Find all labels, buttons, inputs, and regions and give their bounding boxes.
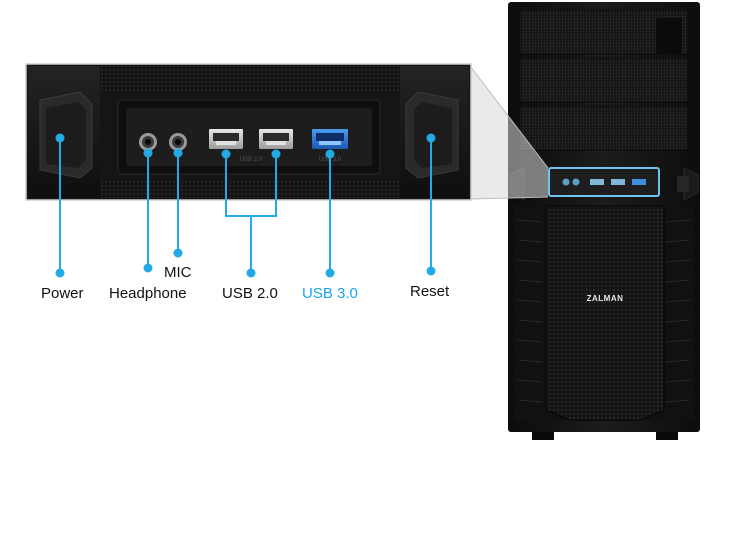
drive-bay-2 xyxy=(519,57,689,103)
label-power: Power xyxy=(41,285,84,302)
zoom-funnel xyxy=(470,66,548,199)
usb20-port-1[interactable] xyxy=(209,129,243,149)
usb20-port-2[interactable] xyxy=(259,129,293,149)
zoomed-front-panel: USB 2.0 USB 3.0 xyxy=(25,63,472,201)
label-usb30: USB 3.0 xyxy=(302,285,358,302)
usb30-port[interactable] xyxy=(312,129,348,149)
case-side-ribs xyxy=(517,219,691,403)
callout-lines xyxy=(59,138,432,273)
label-headphone: Headphone xyxy=(109,285,187,302)
headphone-jack[interactable] xyxy=(139,133,157,151)
mic-jack[interactable] xyxy=(169,133,187,151)
usb20-engraving: USB 2.0 xyxy=(240,157,263,163)
drive-bay-3 xyxy=(519,105,689,151)
label-mic: MIC xyxy=(164,264,192,281)
callout-dots xyxy=(55,133,436,278)
label-reset: Reset xyxy=(410,283,450,300)
brand-logo: ZALMAN xyxy=(587,294,624,303)
pc-case: ZALMAN xyxy=(508,2,700,440)
label-usb20: USB 2.0 xyxy=(222,285,278,302)
